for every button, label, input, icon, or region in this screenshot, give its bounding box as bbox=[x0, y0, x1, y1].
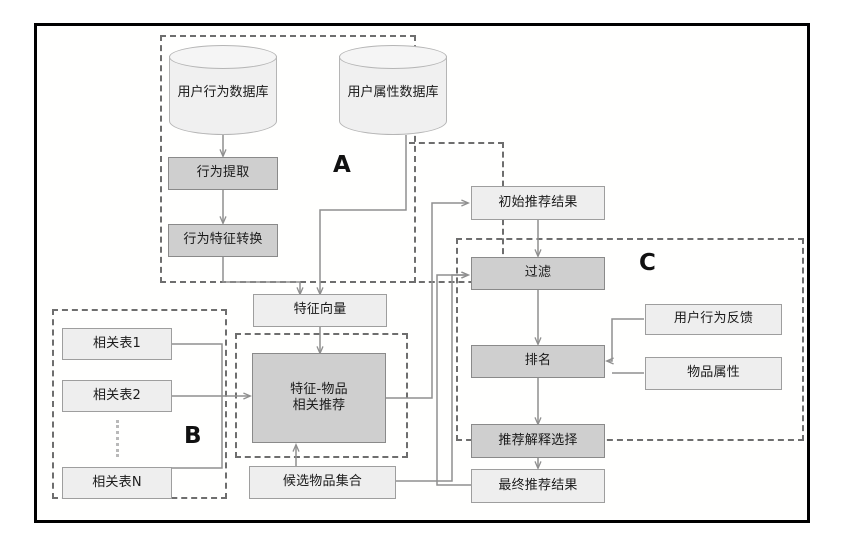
node-filter[interactable]: 过滤 bbox=[471, 257, 605, 290]
node-feature-item-recommend[interactable]: 特征-物品 相关推荐 bbox=[252, 353, 386, 443]
node-final-recommend-result[interactable]: 最终推荐结果 bbox=[471, 469, 605, 503]
cylinder-top bbox=[339, 45, 447, 69]
node-behavior-extraction[interactable]: 行为提取 bbox=[168, 157, 278, 190]
datastore-label: 用户行为数据库 bbox=[177, 84, 269, 100]
group-label-c: C bbox=[639, 250, 656, 276]
node-initial-recommend-result[interactable]: 初始推荐结果 bbox=[471, 186, 605, 220]
node-item-attribute[interactable]: 物品属性 bbox=[645, 357, 782, 390]
node-user-behavior-feedback[interactable]: 用户行为反馈 bbox=[645, 304, 782, 335]
node-ranking[interactable]: 排名 bbox=[471, 345, 605, 378]
node-relation-table-2[interactable]: 相关表2 bbox=[62, 380, 172, 412]
cylinder-body bbox=[169, 56, 277, 135]
cylinder-body bbox=[339, 56, 447, 135]
datastore-user-attribute-db[interactable]: 用户属性数据库 bbox=[339, 45, 447, 135]
group-label-a: A bbox=[333, 152, 351, 178]
group-label-b: B bbox=[184, 423, 202, 449]
relation-table-ellipsis bbox=[116, 420, 122, 457]
node-relation-table-n[interactable]: 相关表N bbox=[62, 467, 172, 499]
cylinder-top bbox=[169, 45, 277, 69]
datastore-user-behavior-db[interactable]: 用户行为数据库 bbox=[169, 45, 277, 135]
node-candidate-item-set[interactable]: 候选物品集合 bbox=[249, 466, 396, 499]
node-recommend-explanation-select[interactable]: 推荐解释选择 bbox=[471, 424, 605, 458]
node-behavior-feature-transform[interactable]: 行为特征转换 bbox=[168, 224, 278, 257]
node-feature-vector[interactable]: 特征向量 bbox=[253, 294, 387, 327]
datastore-label: 用户属性数据库 bbox=[347, 84, 439, 100]
node-relation-table-1[interactable]: 相关表1 bbox=[62, 328, 172, 360]
